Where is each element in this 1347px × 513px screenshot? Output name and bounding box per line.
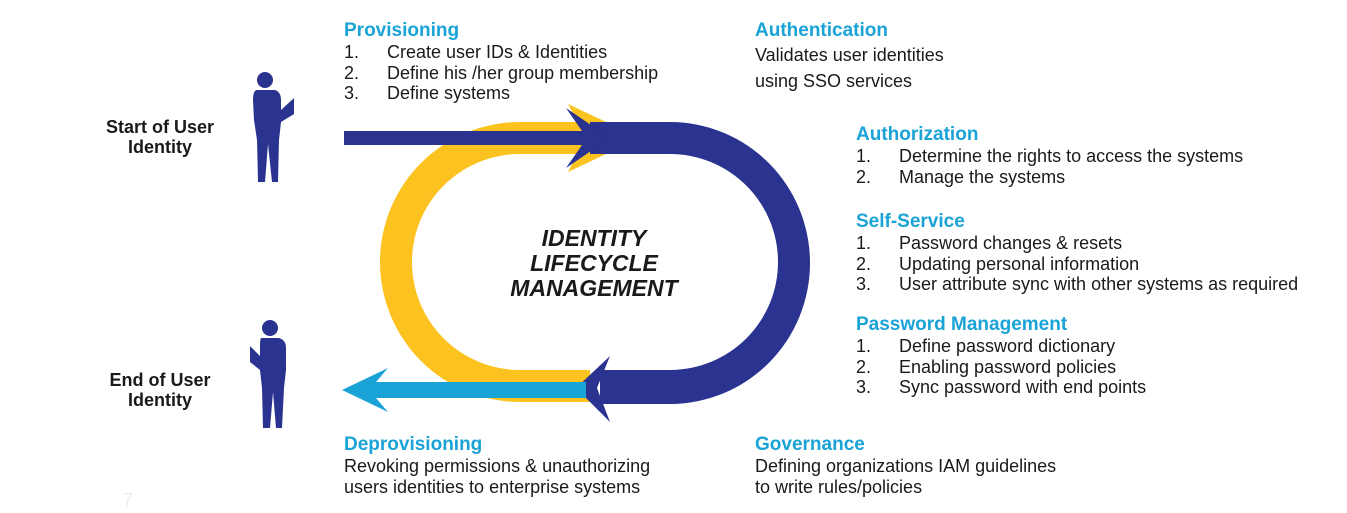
list-item: 2. Updating personal information — [856, 254, 1298, 275]
authorization-heading: Authorization — [856, 124, 979, 145]
deprovisioning-heading: Deprovisioning — [344, 434, 483, 455]
end-arrow — [342, 368, 586, 412]
password-management-heading: Password Management — [856, 314, 1068, 335]
list-item-text: Sync password with end points — [899, 377, 1147, 397]
start-arrow — [344, 108, 610, 168]
list-item-text: Define password dictionary — [899, 336, 1116, 356]
end-label-line-2: Identity — [127, 390, 192, 410]
provisioning-block: Provisioning 1. Create user IDs & Identit… — [344, 20, 658, 104]
person-reading-icon — [253, 72, 294, 182]
authentication-heading: Authentication — [755, 20, 888, 41]
list-item-number: 1. — [856, 336, 872, 356]
center-title-line-3: MANAGEMENT — [510, 275, 678, 301]
provisioning-list: 1. Create user IDs & Identities 2. Define h… — [344, 42, 658, 104]
authorization-block: Authorization 1. Determine the rights to … — [856, 124, 1243, 187]
authentication-line: Validates user identities — [755, 45, 944, 65]
list-item-number: 1. — [344, 42, 360, 62]
list-item: 3. Define systems — [344, 83, 658, 104]
center-title: IDENTITY LIFECYCLE MANAGEMENT — [480, 226, 708, 301]
password-management-list: 1. Define password dictionary 2. Enabling p… — [856, 336, 1146, 398]
list-item-number: 3. — [344, 83, 360, 103]
list-item-text: Define systems — [387, 83, 511, 103]
list-item-number: 2. — [344, 62, 360, 83]
authentication-block: Authentication Validates user identities… — [755, 20, 944, 94]
list-item: 2. Manage the systems — [856, 167, 1243, 188]
list-item-text: Determine the rights to access the syste… — [899, 146, 1244, 166]
end-of-user-identity-label: End of User Identity — [90, 370, 230, 410]
list-item: 3. Sync password with end points — [856, 377, 1146, 398]
governance-line: Defining organizations IAM guidelines — [755, 456, 1057, 476]
self-service-block: Self-Service 1. Password changes & resets… — [856, 211, 1298, 295]
authorization-list: 1. Determine the rights to access the sys… — [856, 146, 1243, 187]
self-service-heading: Self-Service — [856, 211, 965, 232]
authentication-line: using SSO services — [755, 71, 913, 91]
navy-loop-band — [590, 122, 810, 404]
person-reading-icon — [250, 320, 286, 428]
end-label-line-1: End of User — [109, 370, 211, 390]
start-label-line-1: Start of User — [105, 117, 215, 137]
deprovisioning-line: Revoking permissions & unauthorizing — [344, 456, 651, 476]
list-item: 3. User attribute sync with other systems… — [856, 274, 1298, 295]
list-item-text: Define his /her group membership — [387, 62, 659, 83]
deprovisioning-line: users identities to enterprise systems — [344, 477, 641, 497]
password-management-block: Password Management 1. Define password di… — [856, 314, 1146, 398]
start-label-line-2: Identity — [127, 137, 192, 157]
list-item: 2. Enabling password policies — [856, 357, 1146, 378]
page-number-watermark: 7 — [122, 490, 134, 512]
governance-line: to write rules/policies — [755, 477, 923, 497]
list-item-number: 2. — [856, 356, 872, 377]
governance-heading: Governance — [755, 434, 865, 455]
list-item-number: 2. — [856, 166, 872, 187]
list-item-text: Password changes & resets — [899, 233, 1123, 253]
list-item-number: 3. — [856, 377, 872, 397]
list-item-number: 1. — [856, 146, 872, 166]
list-item-number: 2. — [856, 253, 872, 274]
list-item: 1. Determine the rights to access the sys… — [856, 146, 1243, 167]
navy-arrow-head — [576, 356, 610, 422]
list-item-text: Create user IDs & Identities — [387, 42, 608, 62]
list-item: 1. Password changes & resets — [856, 233, 1298, 254]
center-title-line-2: LIFECYCLE — [530, 250, 658, 276]
center-title-line-1: IDENTITY — [541, 225, 647, 251]
start-of-user-identity-label: Start of User Identity — [90, 117, 230, 157]
deprovisioning-block: Deprovisioning Revoking permissions & un… — [344, 434, 650, 498]
list-item: 1. Define password dictionary — [856, 336, 1146, 357]
list-item-text: User attribute sync with other systems a… — [899, 274, 1299, 294]
self-service-list: 1. Password changes & resets 2. Updating pe… — [856, 233, 1298, 295]
provisioning-heading: Provisioning — [344, 20, 460, 41]
list-item: 2. Define his /her group membership — [344, 63, 658, 84]
list-item-text: Updating personal information — [899, 253, 1140, 274]
list-item-text: Enabling password policies — [899, 356, 1117, 377]
list-item: 1. Create user IDs & Identities — [344, 42, 658, 63]
list-item-number: 1. — [856, 233, 872, 253]
yellow-loop-band — [380, 122, 590, 402]
list-item-number: 3. — [856, 274, 872, 294]
list-item-text: Manage the systems — [899, 166, 1066, 187]
governance-block: Governance Defining organizations IAM gu… — [755, 434, 1056, 498]
